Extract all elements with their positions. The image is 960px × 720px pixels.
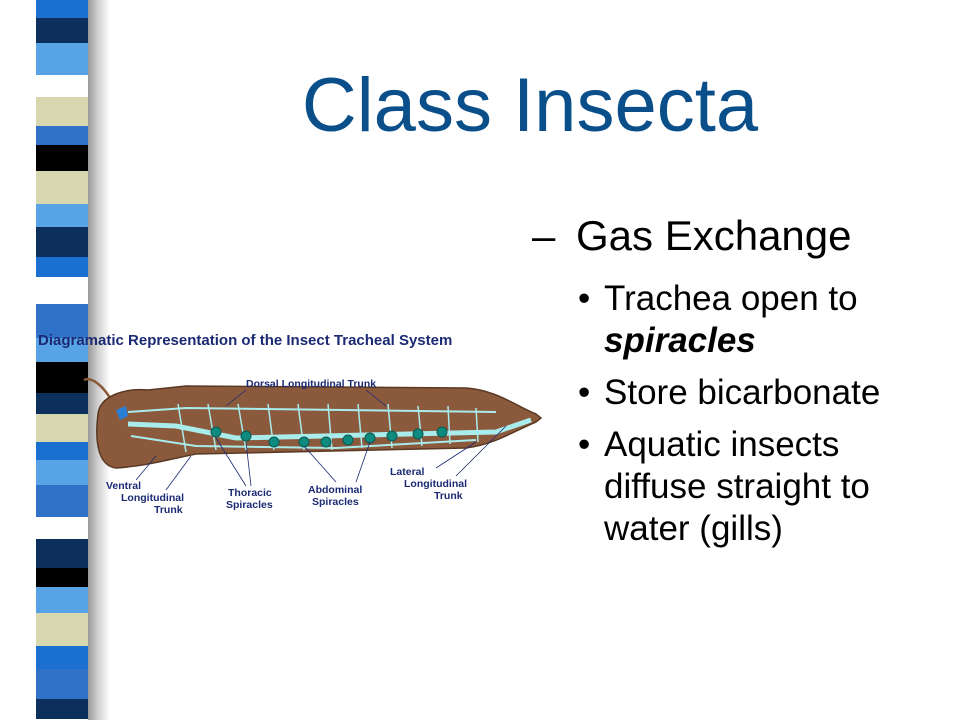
stripe: [36, 257, 88, 277]
label-lateral-3: Trunk: [434, 490, 463, 502]
stripe: [36, 0, 88, 18]
ventral-trunk: [130, 435, 477, 450]
stripe: [36, 43, 88, 75]
label-dorsal-trunk: Dorsal Longitudinal Trunk: [246, 378, 376, 390]
insect-body-illustration: Dorsal Longitudinal Trunk Ventral Longit…: [83, 377, 543, 516]
decorative-stripe-bar: [36, 0, 88, 720]
stripe: [36, 517, 88, 539]
bullet-dot: •: [578, 373, 591, 412]
leader-lines: [135, 389, 507, 491]
stripe: [36, 393, 88, 414]
stripe: [36, 75, 88, 97]
stripe: [36, 126, 88, 145]
slide-title: Class Insecta: [301, 63, 759, 148]
diagram-title: Diagramatic Representation of the Insect…: [38, 332, 453, 349]
bullet-item: • Trachea open to spiracles: [578, 278, 938, 362]
label-thoracic: Thoracic: [228, 487, 272, 499]
stripe: [36, 414, 88, 442]
label-lateral-2: Longitudinal: [404, 478, 467, 490]
stripe: [36, 97, 88, 126]
lateral-trunk: [127, 417, 532, 441]
subheading-dash: –: [532, 212, 556, 259]
stripe: [36, 442, 88, 460]
stripe: [36, 171, 88, 204]
bullet-text: Aquatic insects diffuse straight to wate…: [604, 425, 870, 548]
label-abdominal-2: Spiracles: [312, 496, 359, 508]
bullet-dot: •: [578, 425, 591, 464]
stripe: [36, 277, 88, 304]
label-abdominal: Abdominal: [308, 484, 362, 496]
label-lateral: Lateral: [390, 466, 425, 478]
stripe: [36, 485, 88, 517]
stripe: [36, 646, 88, 669]
label-ventral: Ventral: [106, 480, 141, 492]
stripe: [36, 568, 88, 587]
stripe: [36, 204, 88, 227]
label-ventral-3: Trunk: [154, 504, 183, 516]
stripe: [36, 699, 88, 719]
bullet-emphasis: spiracles: [604, 321, 756, 360]
stripe: [36, 669, 88, 699]
stripe: [36, 227, 88, 257]
head-eye: [116, 406, 128, 420]
bullet-item: • Store bicarbonate: [578, 372, 938, 414]
stripe: [36, 304, 88, 338]
spiracles: [210, 426, 448, 448]
bullet-dot: •: [578, 279, 591, 318]
stripe: [36, 338, 88, 362]
bullet-item: • Aquatic insects diffuse straight to wa…: [578, 424, 938, 550]
bullet-list: • Trachea open to spiracles • Store bica…: [578, 278, 938, 560]
stripe: [36, 539, 88, 568]
stripe: [36, 587, 88, 613]
label-ventral-2: Longitudinal: [121, 492, 184, 504]
stripe: [36, 18, 88, 43]
bullet-text: Trachea open to: [604, 279, 858, 318]
stripe: [36, 145, 88, 171]
tracheal-system-diagram: Diagramatic Representation of the Insect…: [36, 326, 556, 526]
stripe-bar-shadow: [88, 0, 110, 720]
bullet-text: Store bicarbonate: [604, 373, 881, 412]
subheading-text: Gas Exchange: [576, 212, 852, 259]
stripe: [36, 613, 88, 646]
stripe: [36, 362, 88, 393]
label-thoracic-2: Spiracles: [226, 499, 273, 511]
stripe: [36, 460, 88, 485]
dorsal-trunk: [127, 406, 497, 413]
